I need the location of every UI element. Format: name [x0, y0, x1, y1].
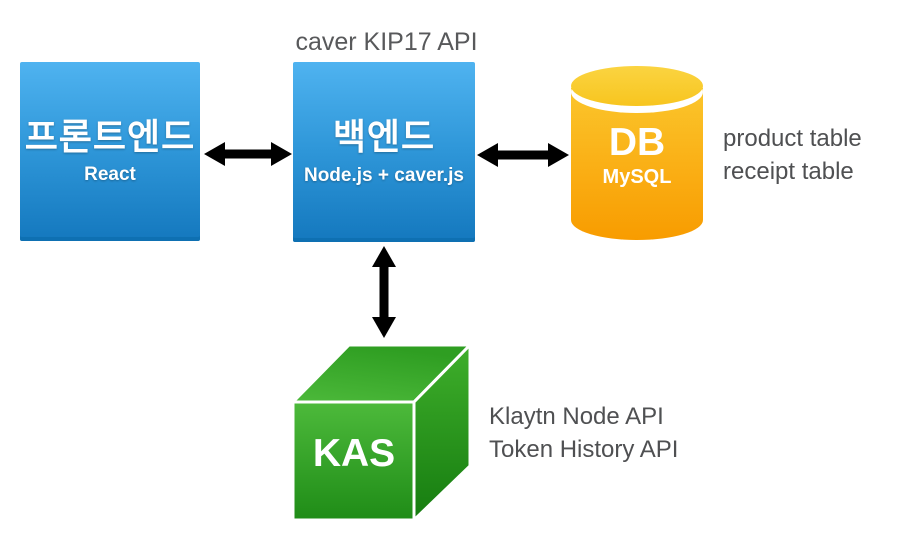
- node-backend: 백엔드 Node.js + caver.js: [293, 62, 475, 242]
- kas-annotation: Klaytn Node API Token History API: [489, 400, 678, 466]
- kas-annotation-line2: Token History API: [489, 436, 679, 463]
- kas-cube-icon: KAS: [291, 343, 472, 522]
- db-subtitle: MySQL: [603, 166, 672, 188]
- kas-title: KAS: [313, 432, 395, 475]
- frontend-subtitle: React: [84, 164, 136, 186]
- db-title: DB: [609, 121, 665, 164]
- node-frontend: 프론트엔드 React: [20, 62, 200, 241]
- db-annotation: product table receipt table: [723, 122, 862, 188]
- backend-subtitle: Node.js + caver.js: [303, 164, 464, 186]
- arrow-backend-db-icon: [477, 143, 569, 167]
- backend-title: 백엔드: [332, 116, 436, 158]
- frontend-title: 프론트엔드: [24, 115, 196, 157]
- kas-annotation-line1: Klaytn Node API: [489, 403, 664, 430]
- db-annotation-line1: product table: [723, 125, 862, 152]
- db-cylinder-icon: DB MySQL: [571, 66, 703, 240]
- backend-api-title: caver KIP17 API: [295, 28, 478, 56]
- arrow-backend-kas-icon: [372, 246, 396, 338]
- db-annotation-line2: receipt table: [723, 158, 854, 185]
- arrow-frontend-backend-icon: [204, 142, 292, 166]
